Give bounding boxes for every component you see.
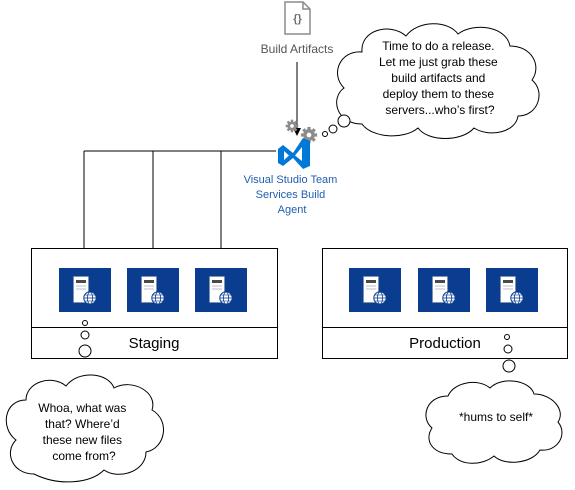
thought-dot [82,320,88,326]
staging-label: Staging [129,335,180,352]
build-artifacts-icon: {} [284,1,311,35]
agent-bubble-line: build artifacts and [391,71,485,85]
thought-dot [502,359,516,373]
agent-bubble-line: Let me just grab these [379,55,498,69]
staging-bubble-text: Whoa, what was that? Where’d these new f… [38,401,129,463]
agent-label-line: Agent [278,204,307,216]
web-server-icon [195,268,247,312]
thought-dot [328,124,338,134]
thought-dot [78,344,92,358]
agent-thought-bubble: Time to do a release. Let me just grab t… [322,23,540,139]
web-server-icon [418,268,470,312]
agent-bubble-line: deploy them to these [383,87,495,101]
thought-dot [337,114,351,128]
production-thought-bubble: *hums to self* [425,380,563,464]
production-bubble-text: *hums to self* [459,410,533,424]
web-server-icon [59,268,111,312]
web-server-icon [486,268,538,312]
staging-thought-bubble: Whoa, what was that? Where’d these new f… [5,374,164,483]
web-server-icon [127,268,179,312]
gear-icon [285,119,299,133]
staging-bubble-line: that? Where’d [45,417,120,431]
agent-label: Visual Studio Team Services Build Agent [244,174,341,216]
staging-bubble-line: come from? [52,449,116,463]
artifact-glyph: {} [293,13,302,25]
production-environment: Production [322,248,568,359]
vsts-build-agent-icon [278,119,318,169]
web-server-icon [349,268,401,312]
build-artifacts-label: Build Artifacts [261,42,334,56]
agent-bubble-line: Time to do a release. [382,39,494,53]
thought-dot [503,344,513,354]
production-thought-dots [502,334,516,373]
agent-bubble-line: servers...who’s first? [385,103,494,117]
agent-label-line: Visual Studio Team [244,174,338,186]
staging-thought-dots [78,320,92,358]
thought-dot [322,131,328,137]
thought-dot [504,334,510,340]
production-label: Production [409,335,481,352]
staging-bubble-line: these new files [43,433,122,447]
deployment-connectors [80,150,276,266]
thought-dot [80,330,90,340]
visual-studio-icon [278,138,310,169]
agent-bubble-text: Time to do a release. Let me just grab t… [379,39,501,117]
staging-bubble-line: Whoa, what was [38,401,126,415]
staging-environment: Staging [31,248,278,359]
agent-label-line: Services Build [256,189,326,201]
